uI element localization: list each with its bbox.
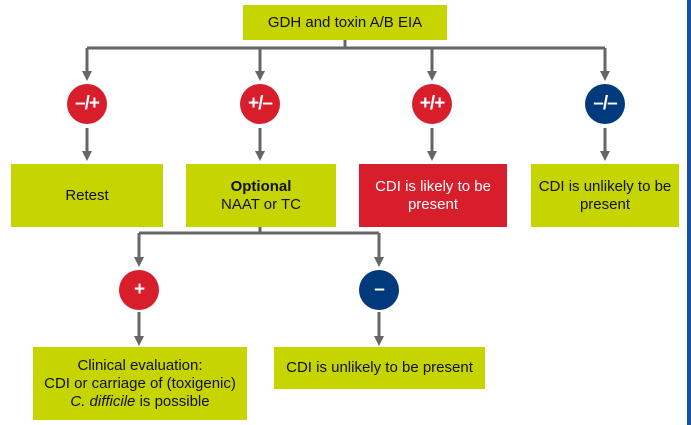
top-test-label: GDH and toxin A/B EIA	[267, 13, 423, 31]
top-test-box: GDH and toxin A/B EIA	[243, 5, 447, 40]
cdi-likely-line2: present	[407, 195, 459, 213]
result-neg-pos-circle: –/+	[67, 84, 107, 124]
retest-label: Retest	[65, 186, 109, 204]
retest-box: Retest	[11, 164, 163, 227]
clinical-organism: C. difficile	[70, 392, 136, 410]
cdi-unlikely-line2: present	[579, 195, 631, 213]
clinical-evaluation-box: Clinical evaluation: CDI or carriage of …	[33, 347, 247, 420]
sub-result-neg-label: –	[374, 279, 385, 300]
sub-cdi-unlikely-box: CDI is unlikely to be present	[274, 347, 485, 389]
right-border-accent	[687, 0, 691, 425]
sub-result-neg-circle: –	[359, 270, 399, 310]
clinical-line1: Clinical evaluation:	[77, 356, 203, 374]
result-neg-pos-label: –/+	[75, 93, 100, 114]
clinical-line3: C. difficile is possible	[70, 393, 209, 411]
result-pos-pos-circle: +/+	[412, 84, 452, 124]
clinical-line2: CDI or carriage of (toxigenic)	[44, 374, 236, 392]
clinical-line3-rest: is possible	[135, 392, 210, 410]
optional-subtitle: NAAT or TC	[220, 195, 302, 213]
result-pos-neg-label: +/–	[248, 93, 273, 114]
sub-cdi-unlikely-label: CDI is unlikely to be present	[286, 359, 473, 376]
cdi-likely-line1: CDI is likely to be	[375, 177, 491, 195]
cdi-unlikely-line1: CDI is unlikely to be	[538, 177, 672, 195]
optional-title: Optional	[230, 177, 292, 195]
sub-result-pos-circle: +	[119, 270, 159, 310]
result-pos-neg-circle: +/–	[240, 84, 280, 124]
cdi-unlikely-box: CDI is unlikely to be present	[531, 164, 679, 227]
cdi-likely-box: CDI is likely to be present	[359, 164, 507, 227]
result-pos-pos-label: +/+	[419, 93, 446, 114]
sub-result-pos-label: +	[133, 279, 145, 300]
result-neg-neg-label: –/–	[593, 93, 617, 114]
result-neg-neg-circle: –/–	[585, 84, 625, 124]
optional-box: Optional NAAT or TC	[186, 164, 336, 227]
